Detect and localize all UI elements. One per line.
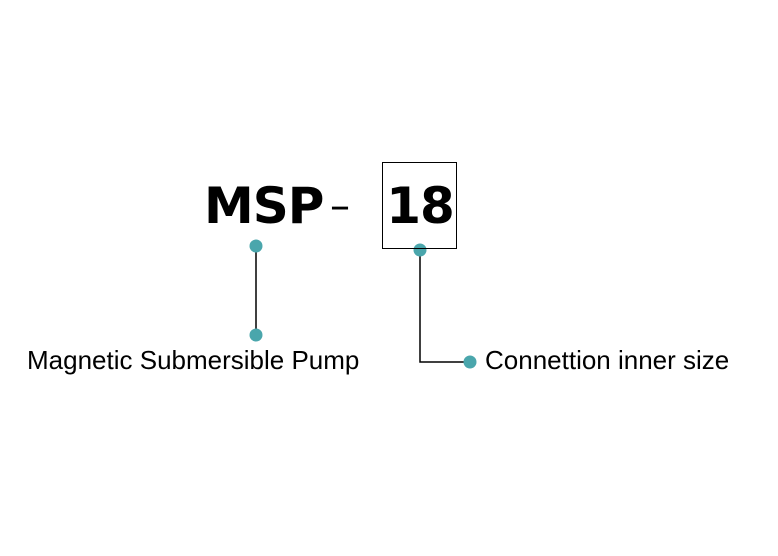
size-connector-line — [419, 250, 470, 363]
model-prefix-text: MSP — [204, 177, 324, 235]
size-top-dot — [413, 243, 427, 257]
prefix-top-dot — [249, 239, 263, 253]
size-code-box — [382, 162, 457, 249]
size-end-dot — [463, 355, 477, 369]
model-separator: – — [330, 183, 350, 229]
connection-size-label: Connettion inner size — [485, 345, 730, 375]
prefix-bottom-dot — [249, 328, 263, 342]
pump-type-label: Magnetic Submersible Pump — [27, 345, 360, 375]
size-code-text: 18 — [386, 177, 455, 235]
